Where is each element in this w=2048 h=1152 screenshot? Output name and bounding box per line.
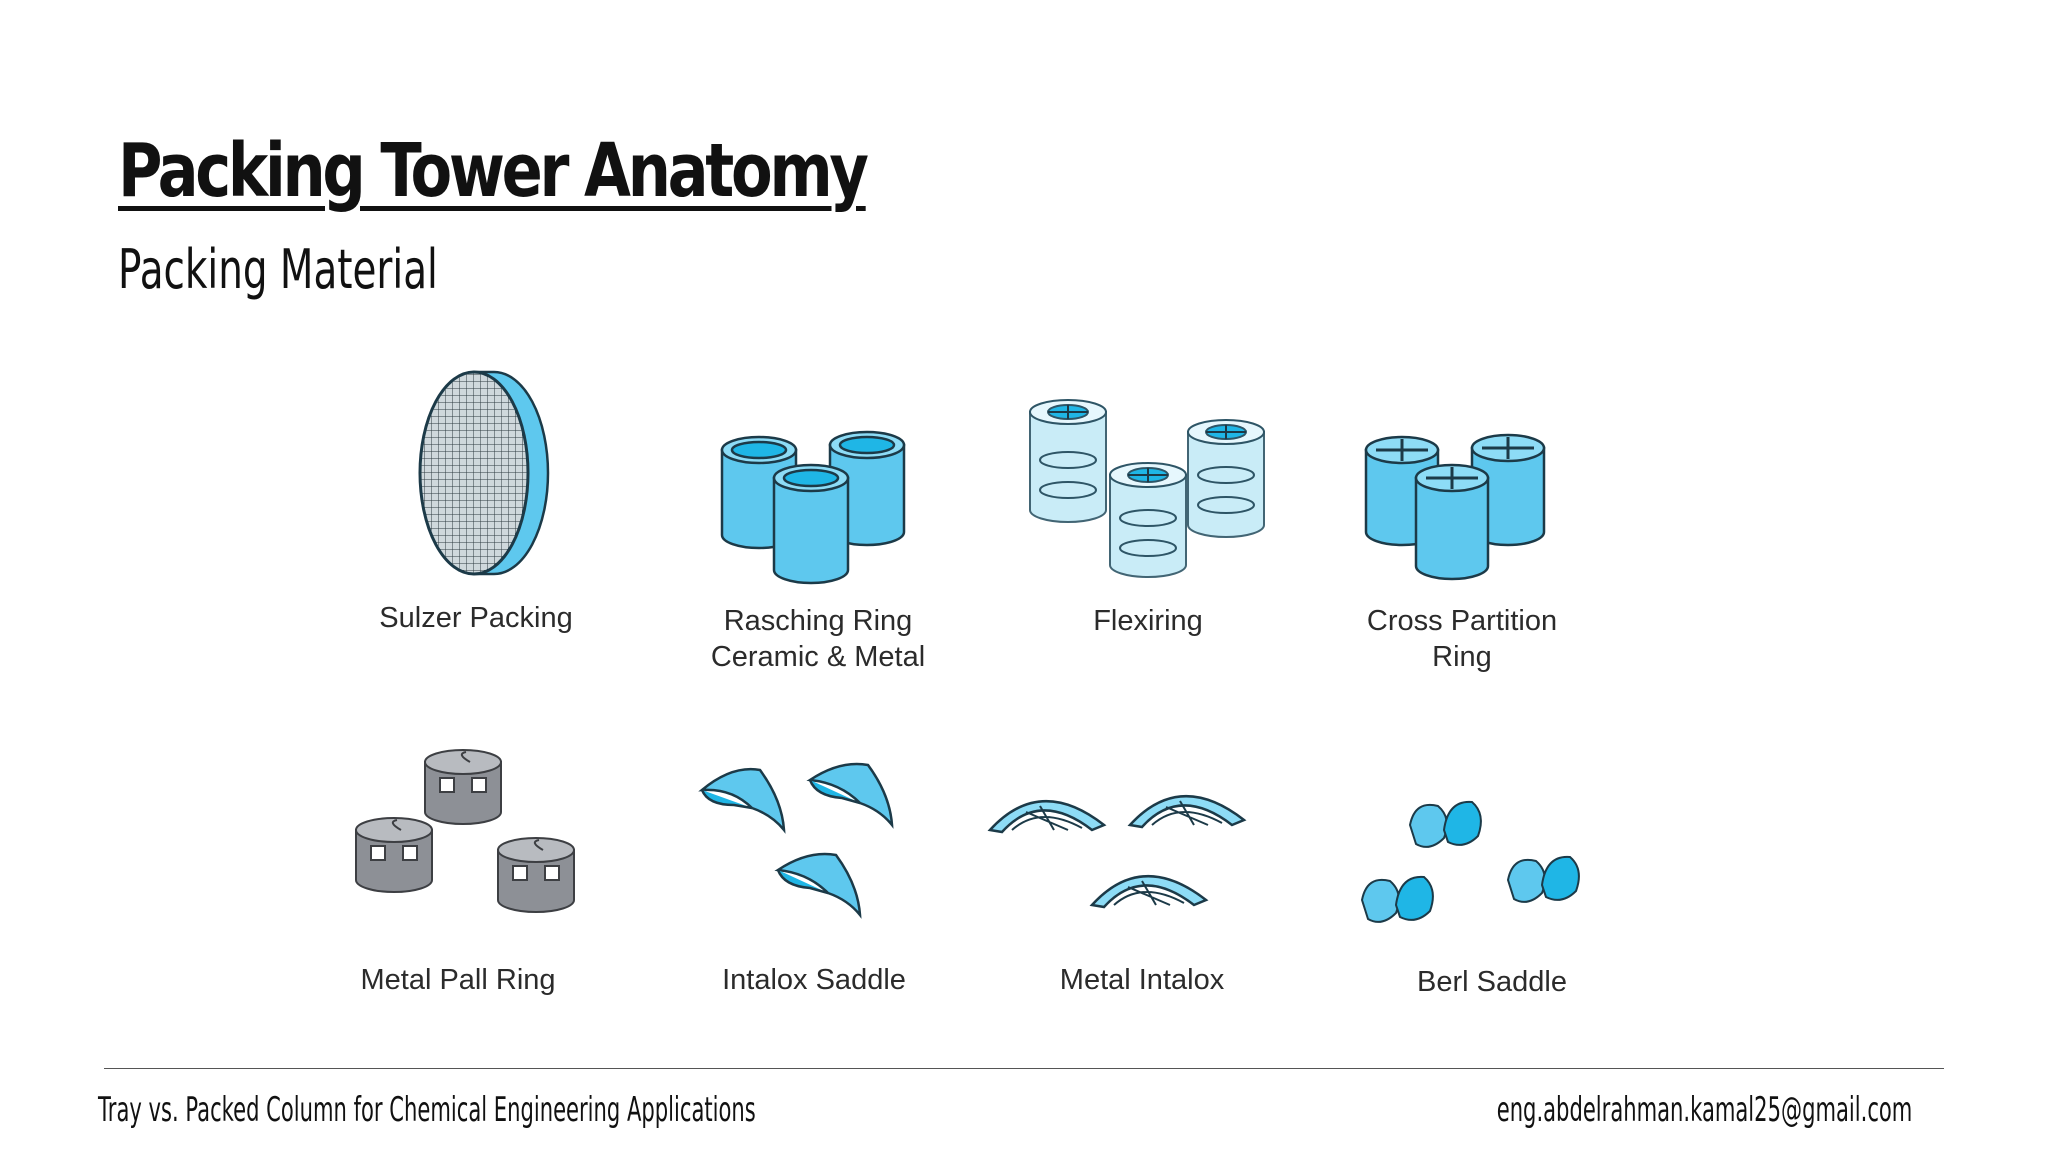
footer-divider (104, 1068, 1944, 1069)
label-sulzer-packing: Sulzer Packing (379, 602, 573, 634)
flexiring-icon (1029, 399, 1265, 578)
raschig-ring-icon (720, 430, 906, 585)
metal-intalox-icon (987, 795, 1247, 909)
cross-partition-ring-icon (1364, 433, 1546, 581)
slide-title: Packing Tower Anatomy (118, 128, 869, 214)
label-intalox-saddle: Intalox Saddle (722, 964, 906, 996)
metal-pall-ring-icon (355, 749, 575, 913)
label-rasching-ring: Rasching Ring Ceramic & Metal (710, 605, 926, 673)
label-berl-saddle: Berl Saddle (1417, 966, 1567, 998)
label-metal-intalox: Metal Intalox (1059, 964, 1225, 996)
packing-materials-figure: Sulzer Packing Rasching Ring Ceramic & M… (340, 360, 1630, 1010)
slide-subtitle: Packing Material (118, 238, 438, 301)
footer-course-title: Tray vs. Packed Column for Chemical Engi… (98, 1090, 756, 1130)
footer-email: eng.abdelrahman.kamal25@gmail.com (1496, 1090, 1912, 1130)
sulzer-packing-icon (418, 370, 550, 576)
berl-saddle-icon (1360, 800, 1580, 923)
label-cross-partition-ring: Cross Partition Ring (1366, 605, 1558, 673)
label-flexiring: Flexiring (1093, 605, 1203, 637)
label-metal-pall-ring: Metal Pall Ring (360, 964, 556, 996)
intalox-saddle-icon (698, 762, 894, 919)
packing-illustrations (355, 370, 1580, 923)
